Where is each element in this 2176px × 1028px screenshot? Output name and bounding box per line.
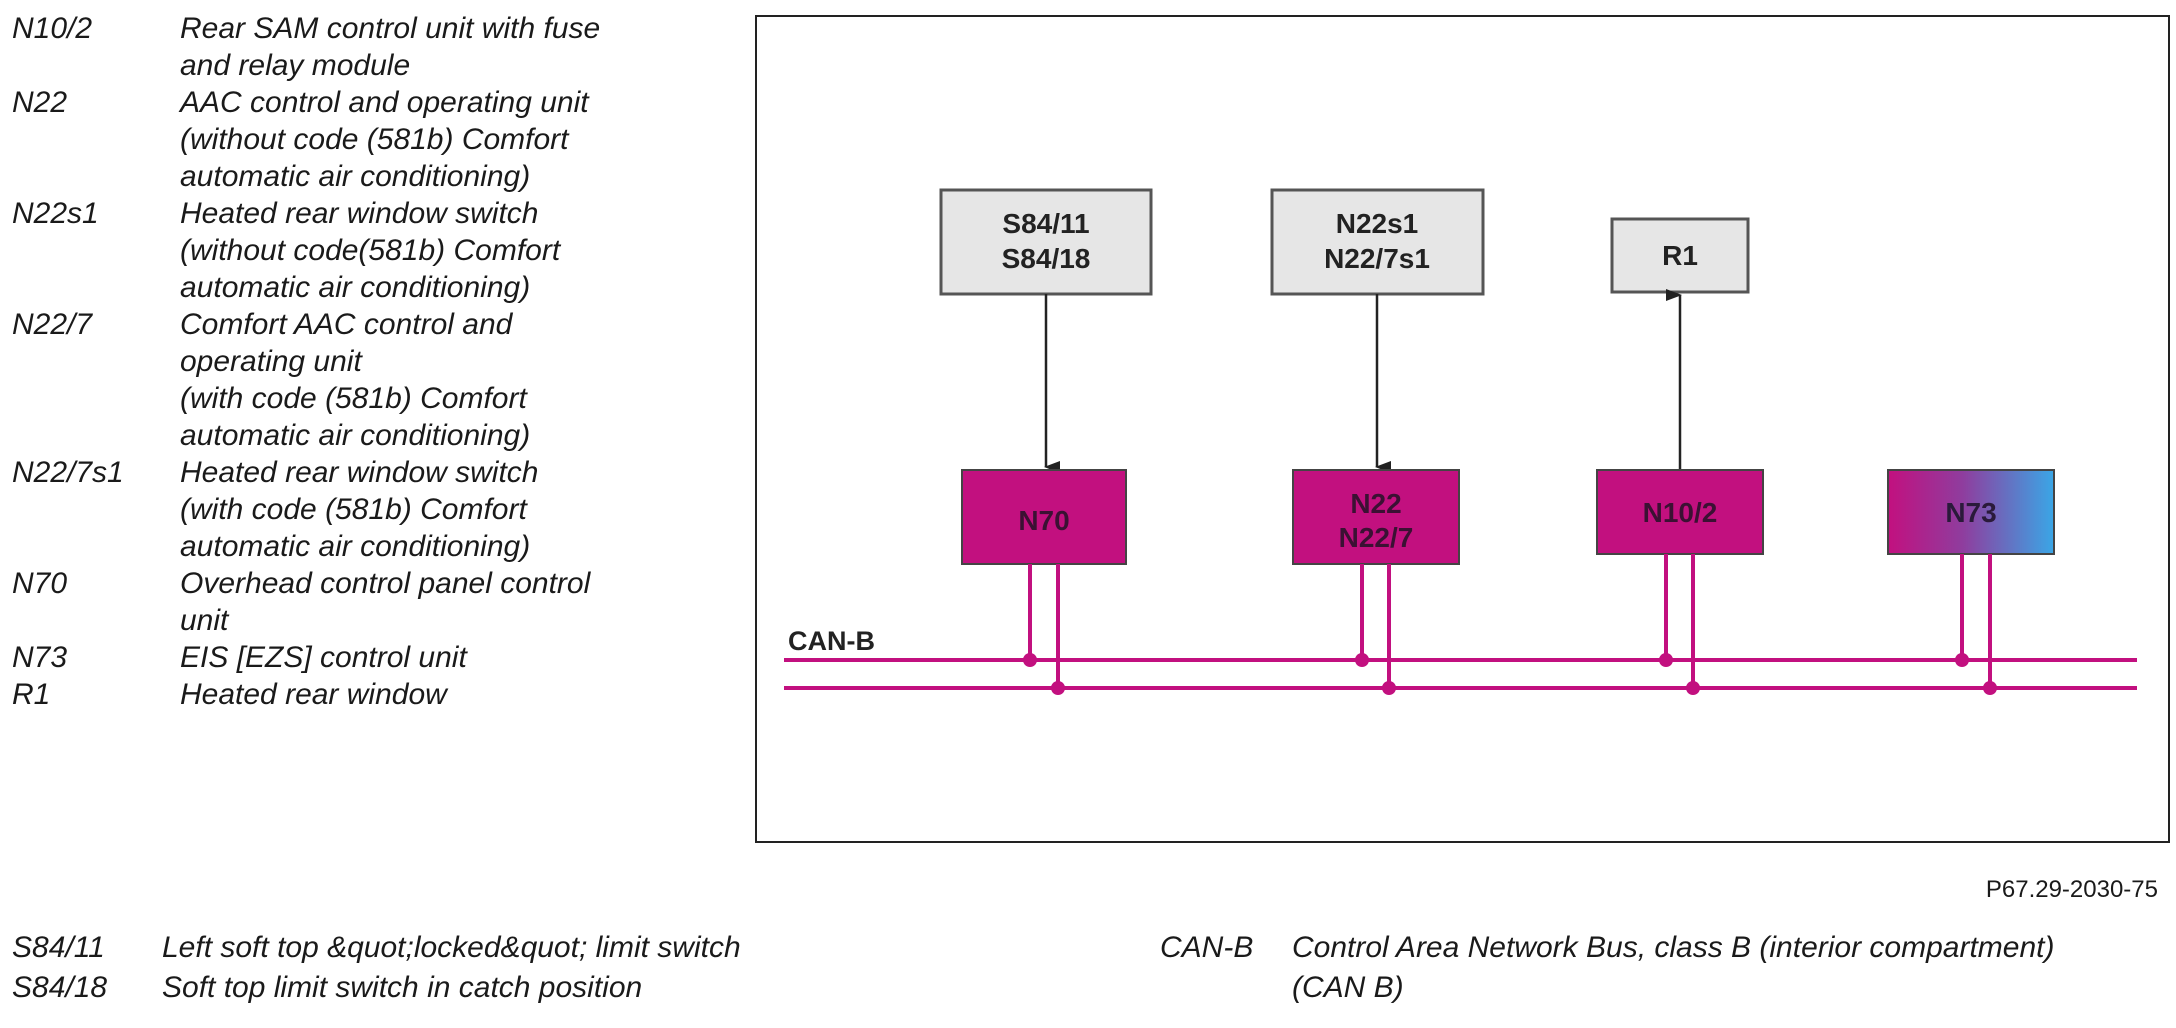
legend-desc-line: EIS [EZS] control unit — [180, 641, 467, 674]
legend-desc-line: and relay module — [180, 49, 411, 82]
legend-desc: Heated rear window switch (with code (58… — [180, 454, 712, 565]
legend-top: N10/2 Rear SAM control unit with fuse an… — [12, 10, 712, 713]
legend-row-r1: R1 Heated rear window — [12, 676, 712, 713]
legend-row-n22: N22 AAC control and operating unit (with… — [12, 84, 712, 195]
legend-desc: AAC control and operating unit (without … — [180, 84, 712, 195]
control-unit-n10-2: N10/2 — [1596, 469, 1764, 555]
legend-desc-line: (without code (581b) Comfort — [180, 123, 569, 156]
legend-row-n70: N70 Overhead control panel control unit — [12, 565, 712, 639]
legend-desc: Overhead control panel control unit — [180, 565, 712, 639]
legend-desc: Comfort AAC control and operating unit (… — [180, 306, 712, 454]
legend-row-s84-18: S84/18 Soft top limit switch in catch po… — [12, 968, 741, 1008]
legend-code: CAN-B — [1160, 931, 1254, 964]
legend-row-can-b: CAN-B Control Area Network Bus, class B … — [1160, 928, 2054, 1008]
legend-desc: Heated rear window switch (without code(… — [180, 195, 712, 306]
box-label-line: N70 — [1018, 505, 1069, 536]
legend-desc-line: (CAN B) — [1292, 971, 1404, 1004]
legend-row-n10-2: N10/2 Rear SAM control unit with fuse an… — [12, 10, 712, 84]
switch-box-n22s1: N22s1 N22/7s1 — [1270, 188, 1485, 296]
legend-row-n22-7s1: N22/7s1 Heated rear window switch (with … — [12, 454, 712, 565]
legend-code: N22/7s1 — [12, 456, 124, 489]
legend-desc-line: (without code(581b) Comfort — [180, 234, 561, 267]
box-label-line: R1 — [1662, 240, 1698, 271]
box-label-line: N22/7s1 — [1324, 243, 1430, 274]
legend-desc-line: (with code (581b) Comfort — [180, 382, 527, 415]
heated-rear-window-box-r1: R1 — [1610, 217, 1750, 294]
legend-code: N73 — [12, 641, 68, 674]
legend-desc-line: automatic air conditioning) — [180, 271, 531, 304]
legend-code: R1 — [12, 678, 51, 711]
figure-id: P67.29-2030-75 — [1985, 876, 2158, 903]
legend-desc: Rear SAM control unit with fuse and rela… — [180, 10, 712, 84]
legend-desc-line: automatic air conditioning) — [180, 419, 531, 452]
legend-code: N10/2 — [12, 12, 93, 45]
control-unit-n22: N22 N22/7 — [1292, 469, 1460, 565]
legend-desc-line: Rear SAM control unit with fuse — [180, 12, 601, 45]
legend-desc-line: unit — [180, 604, 229, 637]
box-label-line: N10/2 — [1643, 497, 1718, 528]
legend-row-n22-7: N22/7 Comfort AAC control and operating … — [12, 306, 712, 454]
legend-code: S84/18 — [12, 971, 108, 1004]
legend-desc: EIS [EZS] control unit — [180, 639, 712, 676]
legend-desc: Soft top limit switch in catch position — [162, 971, 643, 1004]
legend-desc-line: Heated rear window switch — [180, 456, 539, 489]
legend-desc-line: operating unit — [180, 345, 362, 378]
box-label-line: N73 — [1945, 497, 1996, 528]
legend-code: N22s1 — [12, 197, 99, 230]
legend-code: S84/11 — [12, 931, 105, 964]
legend-code: N70 — [12, 567, 68, 600]
diagram-frame — [755, 15, 2170, 843]
box-label-line: S84/11 — [1002, 208, 1089, 239]
control-unit-n73: N73 — [1887, 469, 2055, 555]
legend-desc: Control Area Network Bus, class B (inter… — [1292, 928, 2054, 1008]
legend-desc: Left soft top &quot;locked&quot; limit s… — [162, 931, 741, 964]
legend-desc-line: AAC control and operating unit — [180, 86, 589, 119]
legend-desc-line: Comfort AAC control and — [180, 308, 513, 341]
box-label-line: N22/7 — [1339, 522, 1414, 553]
legend-desc-line: automatic air conditioning) — [180, 530, 531, 563]
legend-desc-line: Overhead control panel control — [180, 567, 591, 600]
legend-desc-line: automatic air conditioning) — [180, 160, 531, 193]
legend-row-s84-11: S84/11 Left soft top &quot;locked&quot; … — [12, 928, 741, 968]
legend-bottom-right: CAN-B Control Area Network Bus, class B … — [1160, 928, 2054, 1008]
legend-row-n22s1: N22s1 Heated rear window switch (without… — [12, 195, 712, 306]
legend-desc-line: Heated rear window — [180, 678, 447, 711]
can-b-diagram: CAN-B S84/11 S84/18 N22s1 N22/7s1 R1 N70… — [755, 15, 2170, 843]
legend-desc-line: Control Area Network Bus, class B (inter… — [1292, 931, 2055, 964]
can-b-bus-label: CAN-B — [788, 626, 875, 656]
control-unit-n70: N70 — [961, 469, 1127, 565]
legend-code: N22/7 — [12, 308, 93, 341]
box-label-line: N22 — [1350, 488, 1401, 519]
legend-row-n73: N73 EIS [EZS] control unit — [12, 639, 712, 676]
legend-desc-line: (with code (581b) Comfort — [180, 493, 527, 526]
legend-desc-line: Heated rear window switch — [180, 197, 539, 230]
legend-bottom-left: S84/11 Left soft top &quot;locked&quot; … — [12, 928, 741, 1008]
box-label-line: N22s1 — [1336, 208, 1419, 239]
legend-code: N22 — [12, 86, 68, 119]
box-label-line: S84/18 — [1002, 243, 1091, 274]
switch-box-s84: S84/11 S84/18 — [939, 188, 1153, 296]
bus-connections — [1023, 554, 1997, 695]
legend-desc: Heated rear window — [180, 676, 712, 713]
